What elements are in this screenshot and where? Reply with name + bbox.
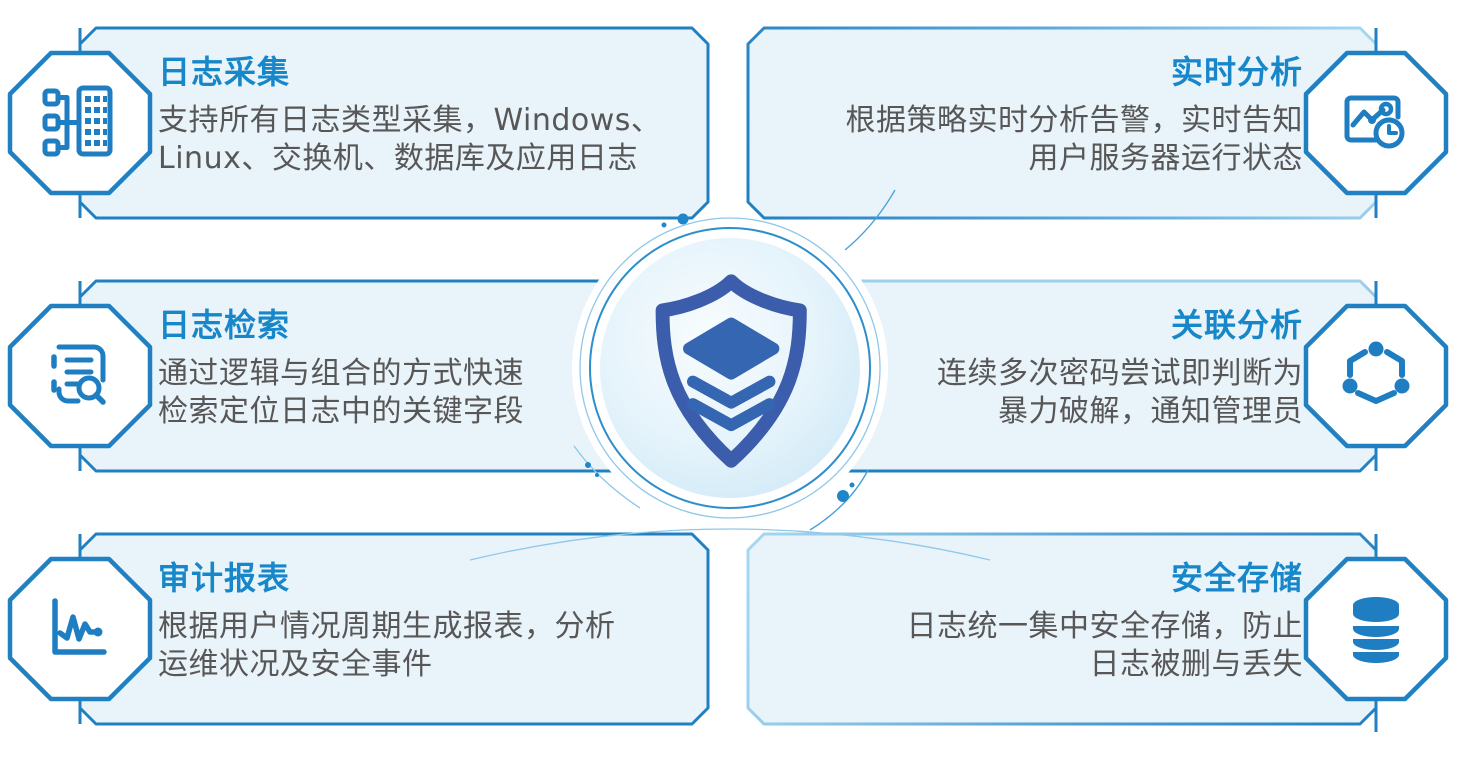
orbit-dots — [585, 213, 855, 502]
card-desc-line: 日志被删与丢失 — [1089, 647, 1303, 682]
card-title: 安全存储 — [1170, 559, 1303, 597]
center-orbit-rings — [469, 189, 991, 561]
card-shape-secure-storage — [746, 532, 1449, 732]
card-log-collection: 日志采集 支持所有日志类型采集，Windows、 Linux、交换机、数据库及应… — [158, 54, 688, 178]
card-desc-line: 检索定位日志中的关键字段 — [158, 394, 524, 429]
card-title: 日志检索 — [158, 306, 291, 344]
card-audit-report: 审计报表 根据用户情况周期生成报表，分析 运维状况及安全事件 — [158, 560, 688, 684]
card-desc-line: 用户服务器运行状态 — [1028, 141, 1303, 176]
card-secure-storage: 安全存储 日志统一集中安全存储，防止 日志被删与丢失 — [743, 560, 1303, 684]
shield-stack-logo-icon — [600, 238, 860, 498]
collection-tree-icon — [42, 85, 113, 157]
card-desc-line: Linux、交换机、数据库及应用日志 — [158, 141, 638, 176]
chart-clock-icon — [1344, 95, 1405, 149]
card-desc-line: 根据策略实时分析告警，实时告知 — [845, 103, 1303, 138]
card-title: 实时分析 — [1170, 53, 1303, 91]
card-title: 关联分析 — [1170, 306, 1303, 344]
card-title: 审计报表 — [158, 559, 291, 597]
card-desc-line: 暴力破解，通知管理员 — [998, 394, 1303, 429]
card-desc-line: 通过逻辑与组合的方式快速 — [158, 356, 524, 391]
card-desc-line: 运维状况及安全事件 — [158, 647, 433, 682]
card-desc-line: 日志统一集中安全存储，防止 — [906, 609, 1303, 644]
card-shape-realtime-analysis — [746, 26, 1449, 220]
line-chart-icon — [52, 598, 107, 655]
list-magnifier-icon — [51, 344, 106, 405]
card-desc-line: 支持所有日志类型采集，Windows、 — [158, 103, 662, 138]
database-icon — [1353, 597, 1399, 663]
card-desc-line: 根据用户情况周期生成报表，分析 — [158, 609, 616, 644]
card-log-search: 日志检索 通过逻辑与组合的方式快速 检索定位日志中的关键字段 — [158, 307, 688, 431]
card-desc-line: 连续多次密码尝试即判断为 — [937, 356, 1303, 391]
card-shape-log-collection — [7, 26, 710, 220]
card-correlation-analysis: 关联分析 连续多次密码尝试即判断为 暴力破解，通知管理员 — [743, 307, 1303, 431]
card-shape-audit-report — [7, 532, 710, 726]
card-title: 日志采集 — [158, 53, 291, 91]
network-nodes-icon — [1342, 341, 1410, 404]
card-realtime-analysis: 实时分析 根据策略实时分析告警，实时告知 用户服务器运行状态 — [743, 54, 1303, 178]
